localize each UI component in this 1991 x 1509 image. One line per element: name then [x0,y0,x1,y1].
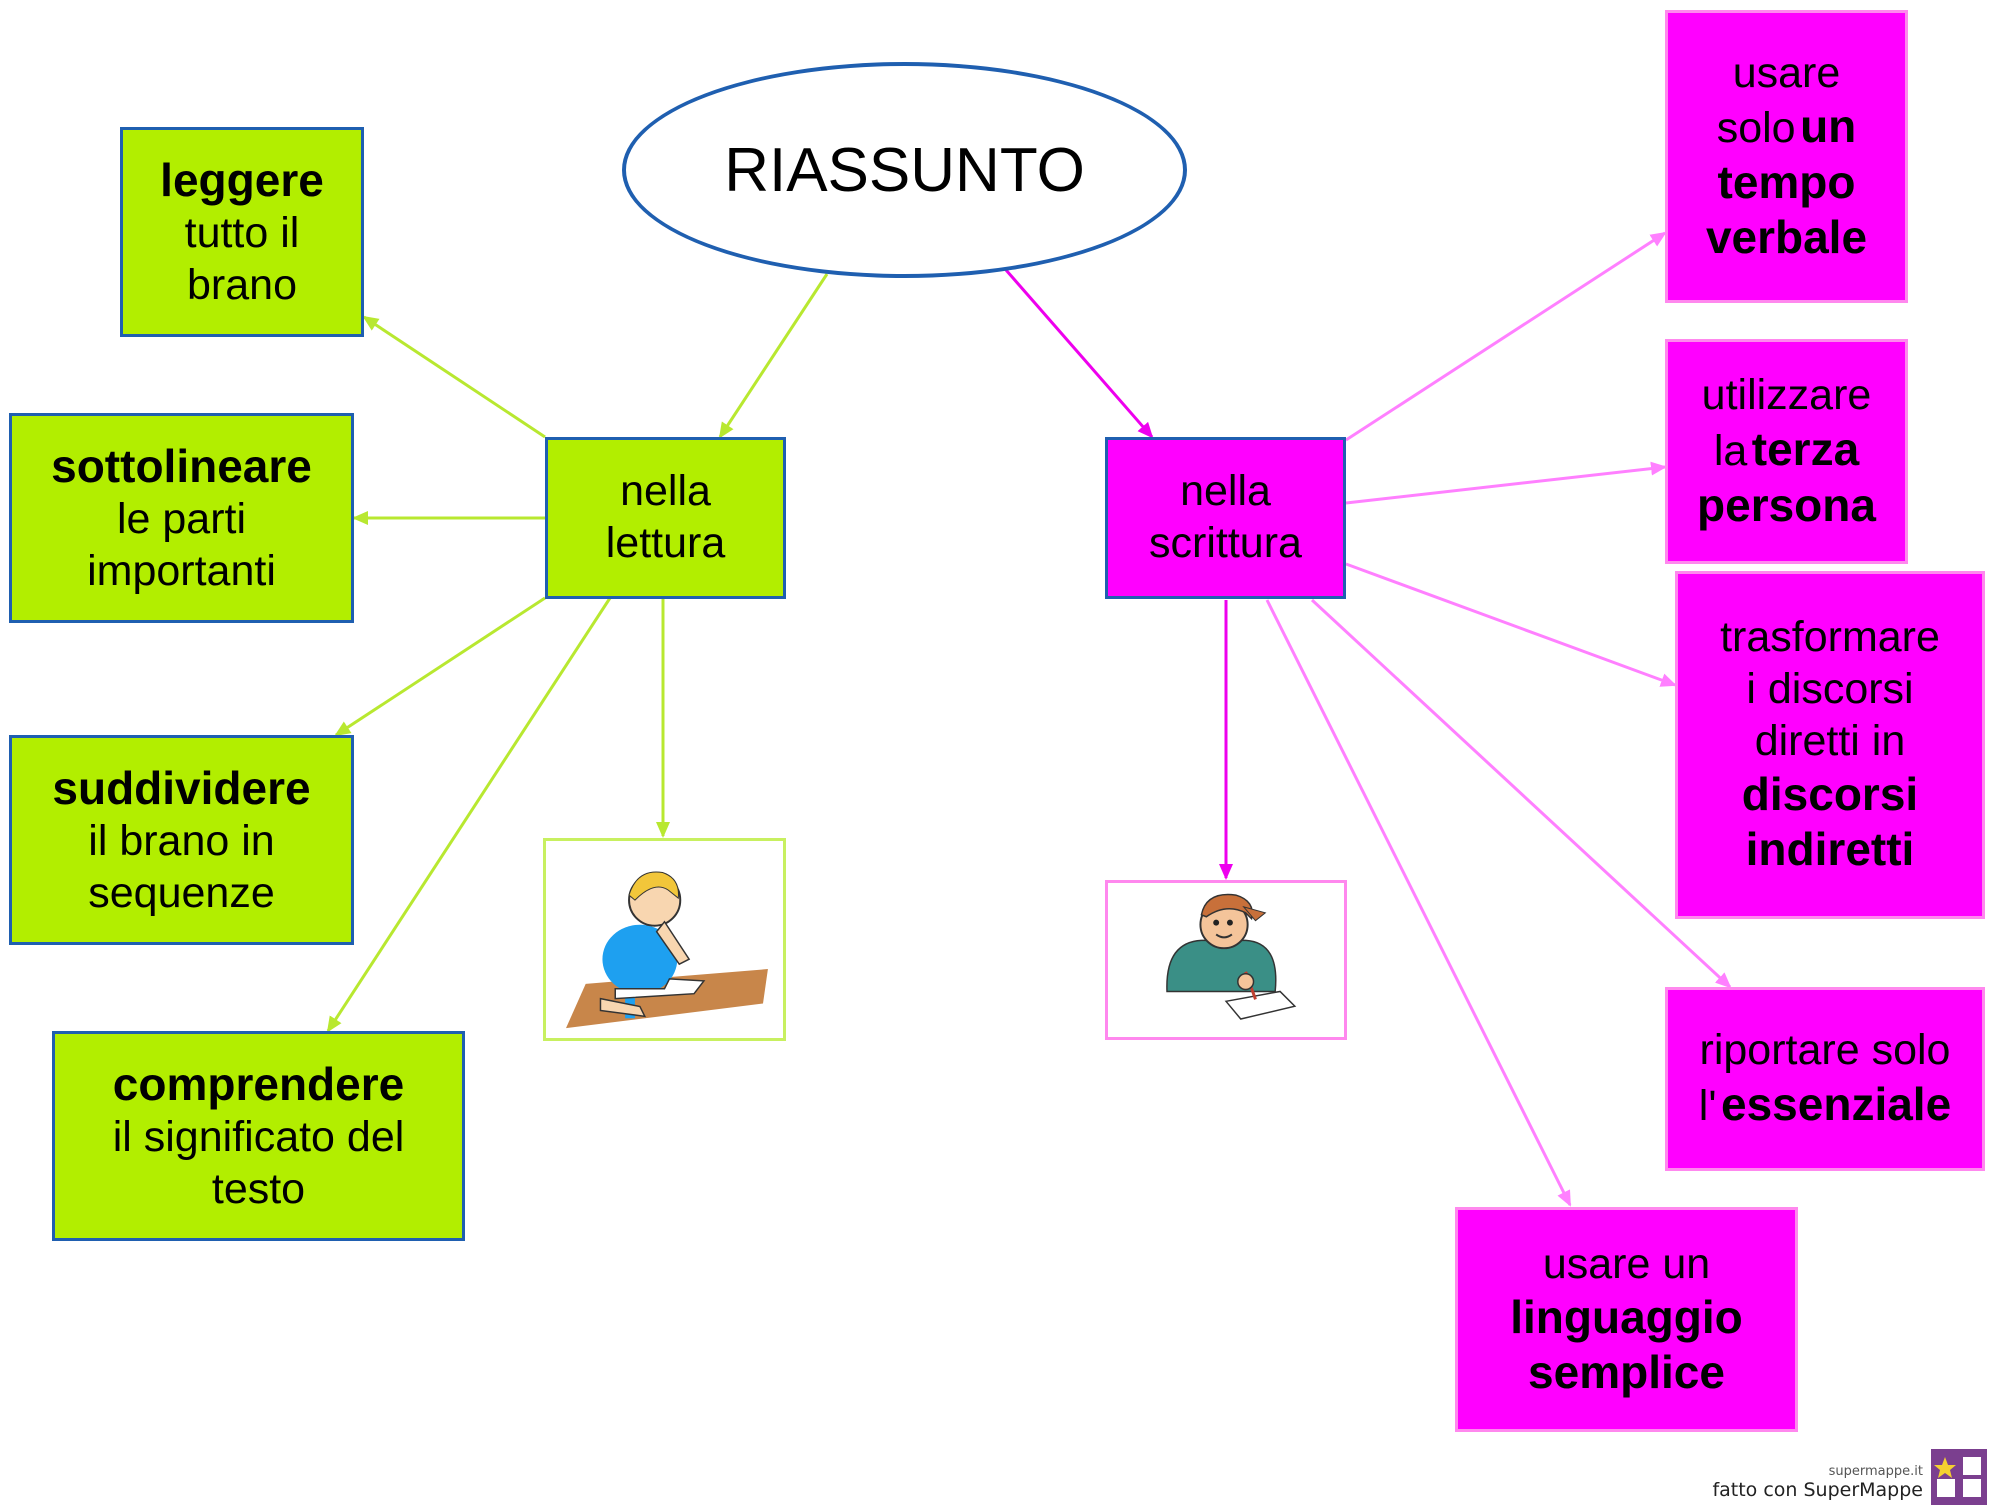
arrow-scrittura-to-essenziale [1310,598,1732,989]
node-nella-lettura[interactable]: nella lettura [545,437,786,599]
arrow-root-to-scrittura [1004,269,1154,439]
node-essenziale[interactable]: riportare solo l' essenziale [1665,987,1985,1171]
node-terza-persona[interactable]: utilizzare la terza persona [1665,339,1908,564]
node-text: testo [211,1164,306,1213]
node-keyword: suddividere [52,761,311,814]
node-text: il brano in [88,817,275,865]
node-text: utilizzare [1701,371,1872,420]
node-suddividere[interactable]: suddividere il brano in sequenze [9,735,354,945]
node-keyword: leggere [160,153,324,206]
arrow-lettura-to-leggere [362,315,546,439]
node-keyword: linguaggio [1510,1291,1743,1344]
node-text: solo [1716,104,1796,153]
node-tempo-verbale[interactable]: usare solo un tempo verbale [1665,10,1908,303]
arrow-scrittura-to-linguaggio [1265,599,1572,1207]
node-label: nella [620,467,711,516]
node-text: i discorsi [1746,665,1914,714]
arrow-scrittura-to-discorsi [1345,562,1677,687]
node-keyword: un [1800,100,1857,153]
node-comprendere[interactable]: comprendere il significato del testo [52,1031,465,1241]
node-text: brano [187,260,297,309]
node-keyword: comprendere [112,1057,405,1110]
supermappe-logo-icon [1931,1449,1987,1505]
credit-text: fatto con SuperMappe [1712,1479,1923,1501]
arrow-lettura-to-comprendere [326,597,612,1033]
node-text: le parti [116,495,247,543]
map-title: RIASSUNTO [622,62,1187,278]
node-keyword: terza [1751,422,1860,475]
node-leggere[interactable]: leggere tutto il brano [120,127,364,337]
node-text: il significato del [112,1113,405,1161]
node-keyword: persona [1697,478,1876,531]
node-label: nella [1180,467,1271,516]
node-text: usare [1732,48,1841,97]
node-keyword: sottolineare [51,439,312,492]
node-text: riportare solo [1699,1026,1951,1075]
node-text: la [1713,426,1748,475]
arrow-root-to-lettura [718,273,829,439]
node-sottolineare[interactable]: sottolineare le parti importanti [9,413,354,623]
node-label: lettura [605,519,726,567]
student-reading-icon [543,838,786,1041]
node-label: scrittura [1149,519,1302,567]
node-text: usare un [1542,1239,1711,1288]
credit: supermappe.it fatto con SuperMappe [1712,1464,1923,1501]
arrow-scrittura-to-tempo [1345,231,1667,442]
node-text: l' [1698,1082,1717,1130]
arrow-scrittura-to-persona [1345,461,1667,505]
node-keyword: indiretti [1745,823,1915,876]
node-text: trasformare [1720,613,1940,662]
node-linguaggio-semplice[interactable]: usare un linguaggio semplice [1455,1207,1798,1432]
node-keyword: verbale [1705,211,1868,264]
student-writing-icon [1105,880,1347,1040]
node-text: tutto il [184,209,300,257]
node-nella-scrittura[interactable]: nella scrittura [1105,437,1346,599]
node-keyword: tempo [1717,155,1856,208]
node-text: importanti [87,546,276,595]
node-text: diretti in [1754,716,1906,765]
credit-site: supermappe.it [1828,1464,1923,1479]
node-text: sequenze [88,868,275,917]
arrow-lettura-to-suddividere [334,596,546,737]
node-discorsi-indiretti[interactable]: trasformare i discorsi diretti in discor… [1675,571,1985,919]
node-keyword: discorsi [1741,768,1919,821]
node-keyword: semplice [1528,1346,1725,1399]
node-keyword: essenziale [1721,1078,1952,1130]
